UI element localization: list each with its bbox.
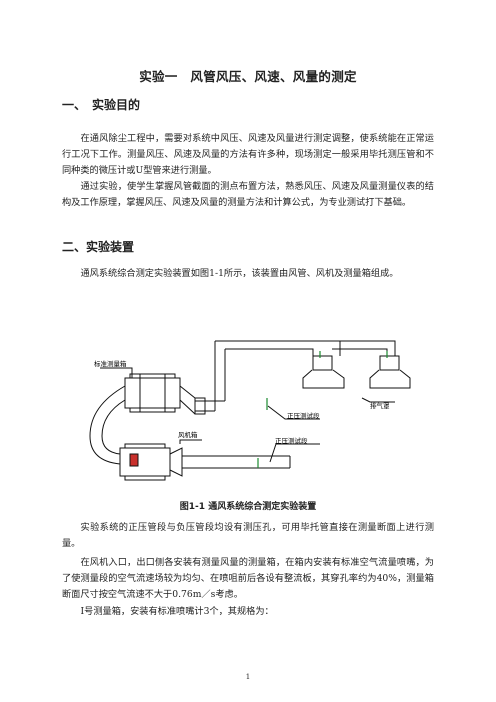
label-fan-box: 风机箱 (178, 430, 198, 439)
label-standard-measure-box: 标准测量箱 (94, 359, 127, 368)
purpose-paragraph-2: 通过实验，使学生掌握风管截面的测点布置方法，熟悉风压、风速及风量测量仪表的结构及… (62, 181, 434, 208)
section-heading-purpose: 一、 实验目的 (62, 98, 141, 112)
apparatus-paragraph-4: Ⅰ号测量箱，安装有标准喷嘴计3个，其规格为： (80, 606, 274, 617)
label-negative-pressure-section: 正压测试段 (275, 436, 308, 445)
figure-caption: 图1-1 通风系统综合测定实验装置 (179, 502, 317, 512)
page-title: 实验一 风管风压、风速、风量的测定 (139, 69, 357, 84)
apparatus-paragraph-3: 在风机入口，出口侧各安装有测量风量的测量箱，在箱内安装有标准空气流量喷嘴，为了使… (62, 557, 434, 600)
label-positive-pressure-section: 正压测试段 (287, 411, 320, 420)
ventilation-system-diagram: 标准测量箱 风机箱 正压测试段 正压测试段 排气罩 (89, 340, 411, 481)
apparatus-paragraph-1: 通风系统综合测定实验装置如图1-1所示，该装置由风管、风机及测量箱组成。 (80, 268, 399, 279)
section-heading-apparatus: 二、实验装置 (62, 240, 135, 254)
purpose-paragraph-1: 在通风除尘工程中，需要对系统中风压、风速及风量进行测定调整，使系统能在正常运行工… (62, 133, 434, 176)
page-number: 1 (245, 673, 251, 681)
apparatus-paragraph-2: 实验系统的正压管段与负压管段均设有测压孔，可用毕托管直接在测量断面上进行测量。 (62, 522, 434, 549)
label-exhaust-hood: 排气罩 (370, 401, 390, 410)
